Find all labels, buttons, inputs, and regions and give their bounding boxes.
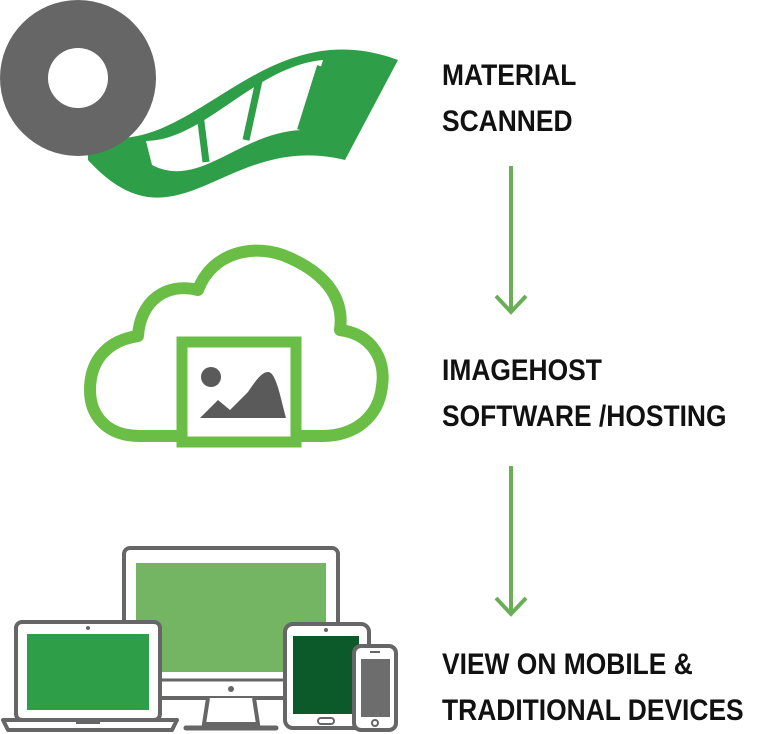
phone	[352, 644, 398, 732]
tablet	[283, 622, 371, 730]
tablet-screen	[293, 636, 359, 714]
step-label-line: IMAGEHOST	[442, 354, 602, 387]
film-strip	[88, 49, 398, 198]
step-label-material-scanned: MATERIAL SCANNED	[442, 53, 576, 145]
laptop	[1, 620, 179, 732]
step-label-line: TRADITIONAL DEVICES	[442, 694, 744, 727]
film-reel-icon	[0, 0, 398, 198]
devices-icon	[1, 546, 398, 732]
arrow-down-2	[494, 466, 528, 617]
step-label-line: SOFTWARE /HOSTING	[442, 400, 727, 433]
phone-screen	[361, 659, 390, 717]
reel-hole	[48, 48, 108, 108]
image-icon	[200, 367, 286, 418]
step-label-imagehost: IMAGEHOST SOFTWARE /HOSTING	[442, 348, 727, 440]
arrow-down-1	[494, 166, 528, 315]
cloud-image-icon	[84, 244, 389, 448]
step-label-view-devices: VIEW ON MOBILE & TRADITIONAL DEVICES	[442, 642, 744, 734]
step-label-line: VIEW ON MOBILE &	[442, 648, 693, 681]
laptop-screen	[27, 634, 149, 710]
step-label-line: MATERIAL	[442, 59, 577, 92]
step-label-line: SCANNED	[442, 105, 573, 138]
